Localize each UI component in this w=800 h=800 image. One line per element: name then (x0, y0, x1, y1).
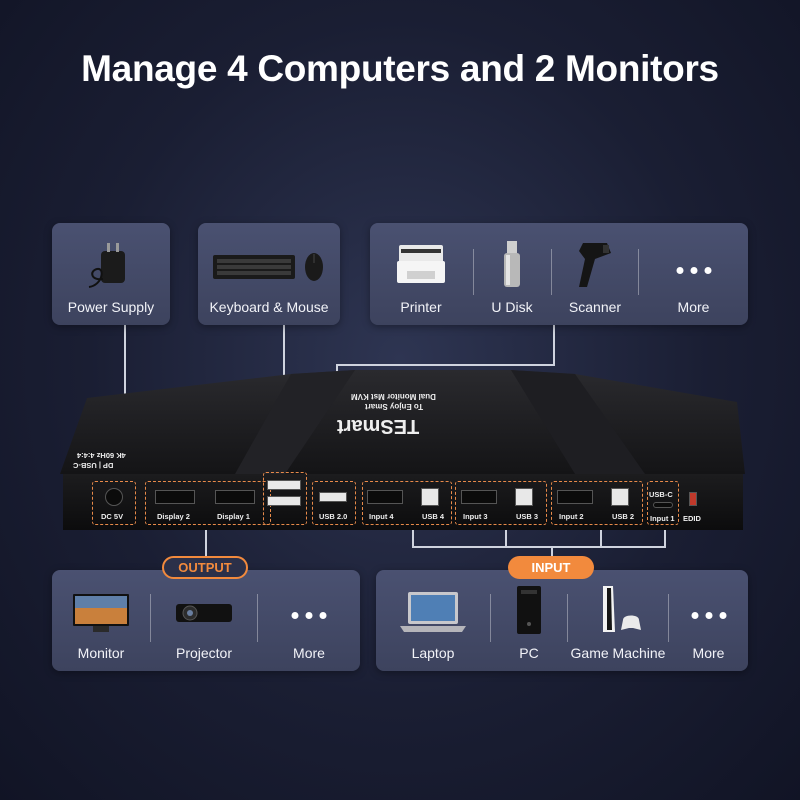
output-more-label: More (293, 645, 325, 661)
usbc-label: USB-C (649, 490, 673, 499)
display2-port (155, 490, 195, 504)
input-badge: INPUT (508, 556, 594, 579)
usb20-label: USB 2.0 (319, 512, 348, 521)
input3-label: Input 3 (463, 512, 488, 521)
barcode-scanner-icon (579, 243, 611, 287)
tagline-text: To Enjoy Smart (365, 402, 424, 411)
connector-input-v1 (412, 526, 414, 548)
connector-usb-v1 (553, 325, 555, 365)
game-console-icon (603, 586, 641, 632)
power-adapter-icon (88, 243, 125, 288)
u-disk-label: U Disk (491, 299, 533, 315)
usb2-port (611, 488, 629, 506)
pc-tower-icon (517, 586, 541, 634)
page-title: Manage 4 Computers and 2 Monitors (81, 48, 719, 89)
connector-input-v3 (600, 526, 602, 548)
connector-output (205, 528, 207, 558)
kvm-switch-device: TESmart To Enjoy Smart Dual Monitor Mst … (55, 362, 745, 530)
laptop-label: Laptop (411, 645, 455, 661)
projector-label: Projector (175, 645, 233, 661)
monitor-label: Monitor (77, 645, 125, 661)
side-text-1: DP | USB-C (73, 461, 114, 470)
brand-text: TESmart (337, 415, 420, 437)
more-label: More (677, 299, 710, 315)
input2-label: Input 2 (559, 512, 584, 521)
usb20-port (319, 492, 347, 502)
power-supply-card: Power Supply (52, 223, 170, 325)
dc-port-label: DC 5V (101, 512, 124, 521)
pc-label: PC (519, 645, 539, 661)
usb3-port (515, 488, 533, 506)
edid-label: EDID (683, 514, 701, 523)
dc-port (105, 488, 123, 506)
keyboard-mouse-icon (213, 253, 323, 281)
usb2-label: USB 2 (612, 512, 635, 521)
input2-port (557, 490, 593, 504)
connector-input-v5 (551, 546, 553, 560)
connector-input-v4 (664, 526, 666, 548)
usb-mouse-port (267, 496, 301, 506)
output-card: Monitor Projector More (52, 570, 360, 671)
display1-port (215, 490, 255, 504)
connector-input-v2 (505, 526, 507, 548)
usb4-label: USB 4 (422, 512, 445, 521)
scanner-label: Scanner (568, 299, 622, 315)
input1-label: Input 1 (650, 514, 675, 523)
keyboard-mouse-label: Keyboard & Mouse (209, 299, 329, 315)
model-text: Dual Monitor Mst KVM (351, 392, 436, 401)
input4-label: Input 4 (369, 512, 394, 521)
input-card: Laptop PC Game Machine More (376, 570, 748, 671)
usb3-label: USB 3 (516, 512, 539, 521)
printer-label: Printer (400, 299, 442, 315)
printer-icon (397, 245, 445, 283)
input-more-label: More (692, 645, 725, 661)
usb-devices-card: Printer U Disk Scanner More (370, 223, 748, 325)
keyboard-mouse-card: Keyboard & Mouse (198, 223, 340, 325)
usb-keyboard-port (267, 480, 301, 490)
laptop-icon (400, 592, 466, 632)
display1-label: Display 1 (217, 512, 250, 521)
more-dots-icon (291, 612, 327, 619)
more-dots-icon (676, 267, 711, 274)
edid-switch (689, 492, 697, 506)
side-text-2: 4K 60Hz 4:4:4 (77, 451, 126, 460)
power-supply-label: Power Supply (67, 299, 155, 315)
input3-port (461, 490, 497, 504)
projector-icon (176, 604, 232, 622)
display2-label: Display 2 (157, 512, 190, 521)
connector-usb-h (336, 364, 555, 366)
input4-port (367, 490, 403, 504)
output-badge: OUTPUT (162, 556, 248, 579)
game-machine-label: Game Machine (570, 645, 666, 661)
usb-drive-icon (504, 241, 520, 287)
connector-input-h (412, 546, 666, 548)
usb4-port (421, 488, 439, 506)
more-dots-icon (691, 612, 726, 619)
usbc-port (653, 502, 673, 508)
monitor-icon (73, 594, 129, 632)
